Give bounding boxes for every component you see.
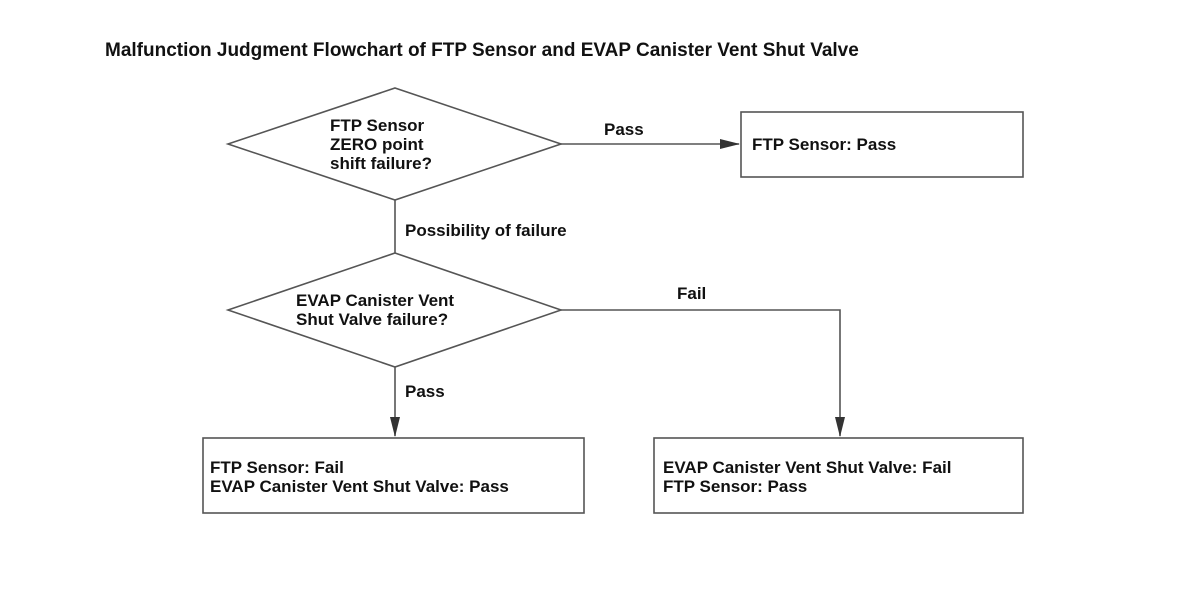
edge-label-d1-to-d2: Possibility of failure <box>405 221 567 240</box>
result-left-line-1: FTP Sensor: Fail <box>210 458 344 477</box>
decision2-label: EVAP Canister Vent Shut Valve failure? <box>296 291 454 329</box>
result-right-line-2: FTP Sensor: Pass <box>663 477 808 496</box>
edge-d2-to-right <box>561 309 845 437</box>
edge-label-d2-pass: Pass <box>405 382 445 401</box>
result-left-line-2: EVAP Canister Vent Shut Valve: Pass <box>210 477 509 496</box>
result-right-line-1: EVAP Canister Vent Shut Valve: Fail <box>663 458 952 477</box>
result-left-label: FTP Sensor: Fail EVAP Canister Vent Shut… <box>210 458 509 496</box>
decision1-line-1: FTP Sensor <box>330 116 425 135</box>
decision2-line-2: Shut Valve failure? <box>296 310 449 329</box>
result-pass-line-1: FTP Sensor: Pass <box>752 135 897 154</box>
decision2-line-1: EVAP Canister Vent <box>296 291 455 310</box>
result-left-box <box>202 437 585 514</box>
decision1-label: FTP Sensor ZERO point shift failure? <box>330 116 432 173</box>
result-pass-label: FTP Sensor: Pass <box>752 135 896 154</box>
result-right-box <box>653 437 1024 514</box>
diagram-title: Malfunction Judgment Flowchart of FTP Se… <box>105 40 859 61</box>
result-right-label: EVAP Canister Vent Shut Valve: Fail FTP … <box>663 458 951 496</box>
decision1-line-2: ZERO point <box>330 135 424 154</box>
result-pass-box <box>740 111 1024 178</box>
edge-label-d2-fail: Fail <box>677 284 707 303</box>
edge-label-d1-pass: Pass <box>604 120 644 139</box>
decision1-line-3: shift failure? <box>330 154 433 173</box>
